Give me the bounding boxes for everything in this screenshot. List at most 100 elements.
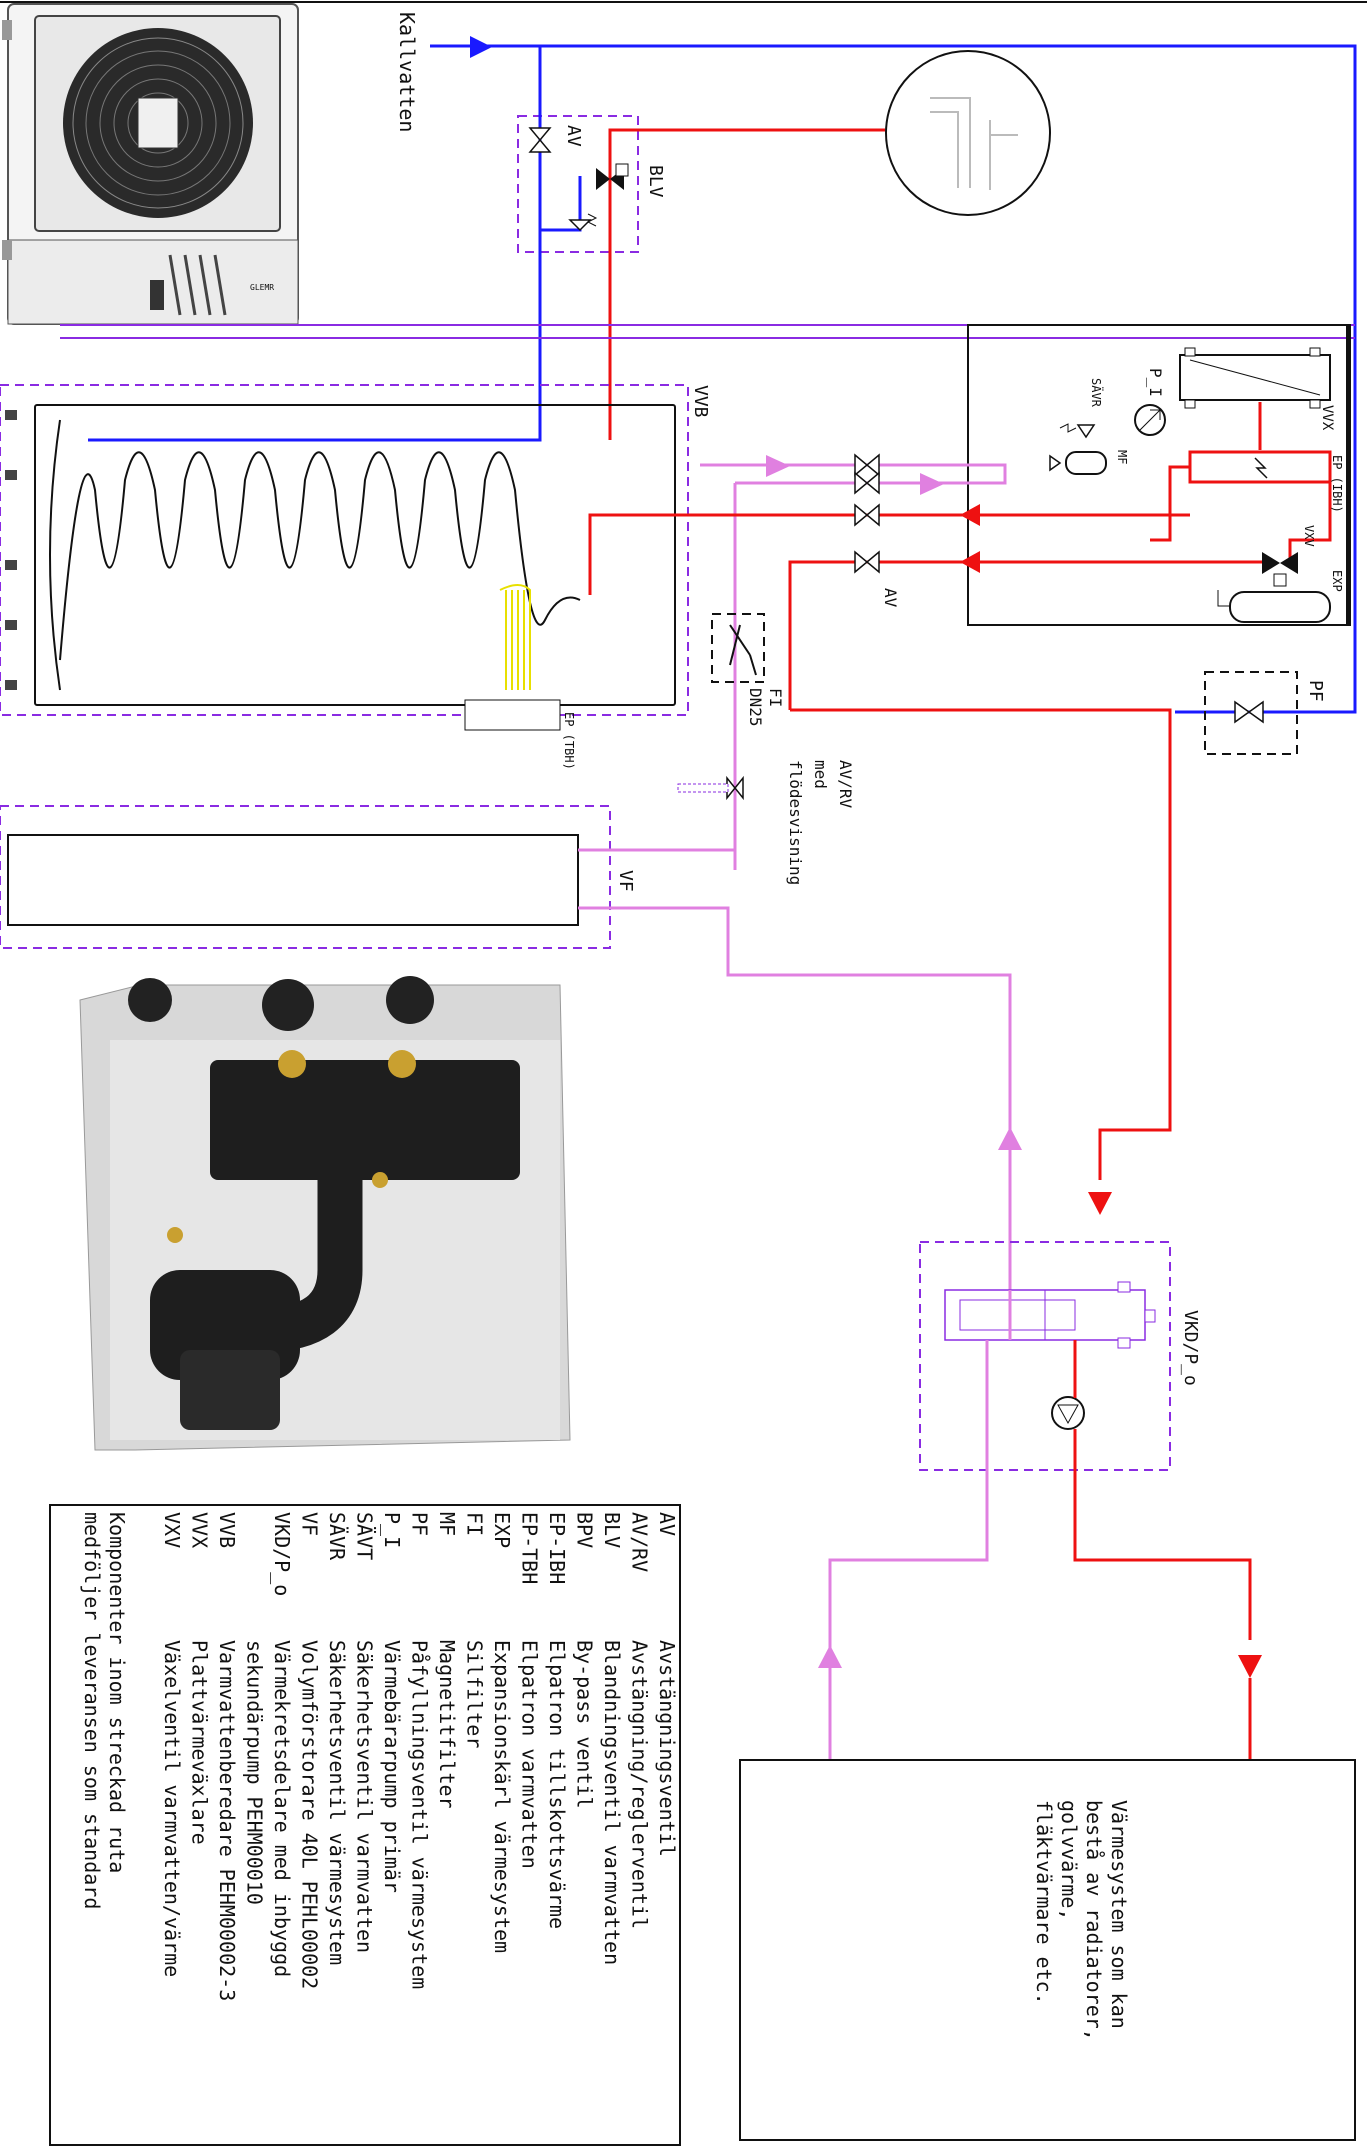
- legend-code: AV/RV: [628, 1512, 652, 1572]
- heating-system-line3: golvvärme,: [1057, 1800, 1081, 1920]
- blv-label: BLV: [645, 165, 666, 198]
- legend: AV Avstängningsventil AV/RV Avstängning/reg…: [160, 1512, 679, 2001]
- magnetite-filter-icon: [1049, 451, 1107, 475]
- legend-note-line1: Komponenter inom streckad ruta: [105, 1512, 129, 1873]
- plate-heat-exchanger-icon: [1179, 347, 1331, 409]
- expansion-tank-icon: [1217, 590, 1331, 623]
- vvx-label: VVX: [1319, 405, 1335, 431]
- av-mid-label: AV: [881, 588, 900, 608]
- fi-label-1: FI: [766, 688, 785, 707]
- volume-expander: [7, 834, 579, 926]
- legend-description: Säkerhetsventil varmvatten: [353, 1640, 377, 1953]
- legend-box: [49, 1504, 681, 2146]
- legend-description: Värmekretsdelare med inbyggd: [270, 1640, 294, 1977]
- legend-code: EXP: [490, 1512, 514, 1548]
- legend-description: sekundärpump PEHM00010: [243, 1640, 267, 1905]
- valve-icon: [1234, 700, 1264, 724]
- legend-code: EP-TBH: [518, 1512, 542, 1584]
- vf-scope-box: [0, 805, 611, 949]
- electric-heater-icon: [1188, 450, 1332, 484]
- vkd-scope-box: [919, 1241, 1171, 1471]
- legend-description: Varmvattenberedare PEHM00002-3: [215, 1640, 239, 2001]
- avrv-label-1: AV/RV: [836, 760, 855, 809]
- avrv-label-2: med: [811, 760, 830, 789]
- legend-description: Växelventil varmvatten/värme: [160, 1640, 184, 1977]
- water-heater-tank: [34, 404, 676, 706]
- legend-description: Magnetitfilter: [435, 1640, 459, 1809]
- legend-description: Expansionskärl värmesystem: [490, 1640, 514, 1953]
- heating-system-line4: fläktvärmare etc.: [1032, 1800, 1056, 2005]
- legend-description: Avstängningsventil: [655, 1640, 679, 1857]
- heating-system-box: [739, 1759, 1356, 2141]
- pf-scope-box: [1204, 671, 1298, 755]
- ep-tbh-label: EP (TBH): [562, 712, 576, 770]
- savr-label: SÄVR: [1089, 378, 1104, 408]
- legend-code: VKD/P_o: [270, 1512, 294, 1596]
- heating-system-line2: bestå av radiatorer,: [1082, 1800, 1106, 2041]
- ep-ibh-label: EP (IBH): [1330, 455, 1344, 513]
- legend-description: Volymförstorare 40L PEHL00002: [298, 1640, 322, 1989]
- vxv-label: VXV: [1302, 525, 1316, 547]
- safety-valve-icon: [1059, 423, 1096, 439]
- legend-code: P_I: [380, 1512, 404, 1548]
- fi-scope-box: [711, 613, 765, 683]
- legend-description: Elpatron varmvatten: [518, 1640, 542, 1869]
- vkd-label: VKD/P_o: [1180, 1310, 1201, 1386]
- pump-icon: [1051, 1396, 1085, 1430]
- legend-code: VVB: [215, 1512, 239, 1548]
- blv-scope-box: [517, 115, 639, 253]
- fi-label-2: DN25: [746, 688, 765, 727]
- heating-coil-icon: [59, 451, 581, 661]
- flow-arrow: [470, 36, 492, 58]
- valve-icon: [677, 775, 744, 801]
- cold-water-label: Kallvatten: [395, 12, 419, 132]
- svg-text:GLEMR: GLEMR: [250, 283, 274, 292]
- pf-label: PF: [1305, 680, 1326, 702]
- filter-icon: [729, 624, 757, 676]
- avrv-label-3: flödesvisning: [786, 760, 805, 885]
- valve-icon: [854, 453, 880, 574]
- legend-code: VXV: [160, 1512, 184, 1548]
- legend-description: By-pass ventil: [573, 1640, 597, 1809]
- legend-code: MF: [435, 1512, 459, 1536]
- legend-code: SÄVT: [353, 1512, 377, 1560]
- legend-code: BPV: [573, 1512, 597, 1548]
- legend-description: Plattvärmeväxlare: [188, 1640, 212, 1845]
- legend-description: Elpatron tillskottsvärme: [545, 1640, 569, 1929]
- tank-bolts: [5, 410, 17, 690]
- vvb-label: VVB: [690, 385, 711, 418]
- exp-label: EXP: [1330, 570, 1344, 592]
- valve-icon: [528, 127, 552, 153]
- mixing-valve-icon: [596, 163, 629, 190]
- legend-note-line2: medföljer leveransen som standard: [80, 1512, 104, 1909]
- diverter-valve-icon: [1262, 552, 1298, 587]
- legend-code: BLV: [600, 1512, 624, 1548]
- legend-description: Blandningsventil varmvatten: [600, 1640, 624, 1965]
- legend-description: Påfyllningsventil värmesystem: [408, 1640, 432, 1989]
- av-top-label: AV: [563, 125, 584, 147]
- pump-icon: [1134, 404, 1166, 436]
- legend-code: SÄVR: [325, 1512, 349, 1561]
- outdoor-unit-fan-icon: [63, 28, 253, 218]
- tap-icon: [885, 50, 1051, 216]
- vf-label: VF: [615, 870, 636, 892]
- legend-code: VF: [298, 1512, 322, 1536]
- legend-code: PF: [408, 1512, 432, 1536]
- safety-valve-icon: [568, 213, 598, 232]
- pi-label: P_I: [1146, 368, 1165, 397]
- electric-heater-icon: [499, 584, 531, 690]
- outdoor-unit: GLEMR: [2, 3, 299, 325]
- legend-code: FI: [463, 1512, 487, 1536]
- legend-code: VVX: [188, 1512, 212, 1548]
- legend-code: AV: [655, 1512, 679, 1536]
- legend-description: Avstängning/reglerventil: [628, 1640, 652, 1929]
- heating-system-line1: Värmesystem som kan: [1107, 1800, 1131, 2029]
- legend-code: EP-IBH: [545, 1512, 569, 1584]
- distributor-icon: [944, 1281, 1156, 1349]
- legend-description: Värmebärarpump primär: [380, 1640, 404, 1893]
- legend-description: Silfilter: [463, 1640, 487, 1748]
- legend-description: Säkerhetsventil värmesystem: [325, 1640, 349, 1965]
- distribution-unit-photo: [79, 976, 571, 1451]
- mf-label: MF: [1115, 450, 1129, 464]
